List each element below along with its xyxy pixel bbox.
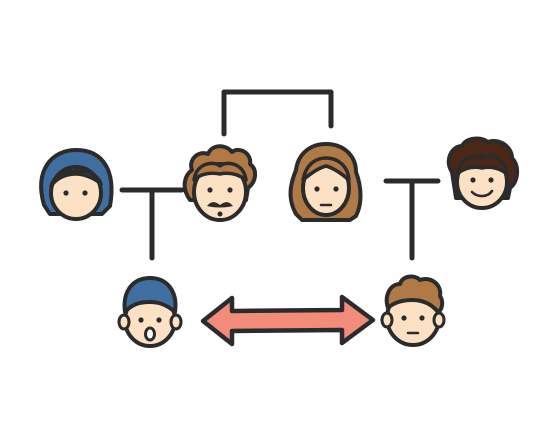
open-mouth bbox=[144, 326, 156, 342]
person-mother-left bbox=[39, 148, 114, 221]
mustache bbox=[207, 202, 233, 208]
right-eye bbox=[227, 187, 233, 193]
mouth bbox=[217, 211, 223, 217]
person-father-mustache bbox=[182, 144, 257, 222]
left-eye bbox=[314, 186, 320, 192]
left-eye bbox=[138, 317, 144, 323]
sibling-bracket-line bbox=[221, 89, 334, 137]
right-couple-connector bbox=[383, 178, 441, 261]
left-couple-connector bbox=[119, 187, 185, 261]
smile bbox=[470, 189, 494, 198]
left-eye bbox=[470, 177, 476, 183]
person-father-right bbox=[446, 136, 519, 210]
right-eye bbox=[419, 315, 425, 321]
cousins-double-arrow bbox=[200, 294, 376, 347]
right-eye bbox=[333, 186, 339, 192]
person-child-curly bbox=[380, 274, 446, 347]
right-eye bbox=[156, 317, 162, 323]
person-mother-long-hair bbox=[288, 142, 363, 222]
right-eye bbox=[488, 177, 494, 183]
person-child-blue-cap bbox=[117, 276, 183, 348]
right-eye bbox=[82, 190, 88, 196]
left-eye bbox=[401, 315, 407, 321]
left-eye bbox=[207, 187, 213, 193]
left-eye bbox=[63, 190, 69, 196]
